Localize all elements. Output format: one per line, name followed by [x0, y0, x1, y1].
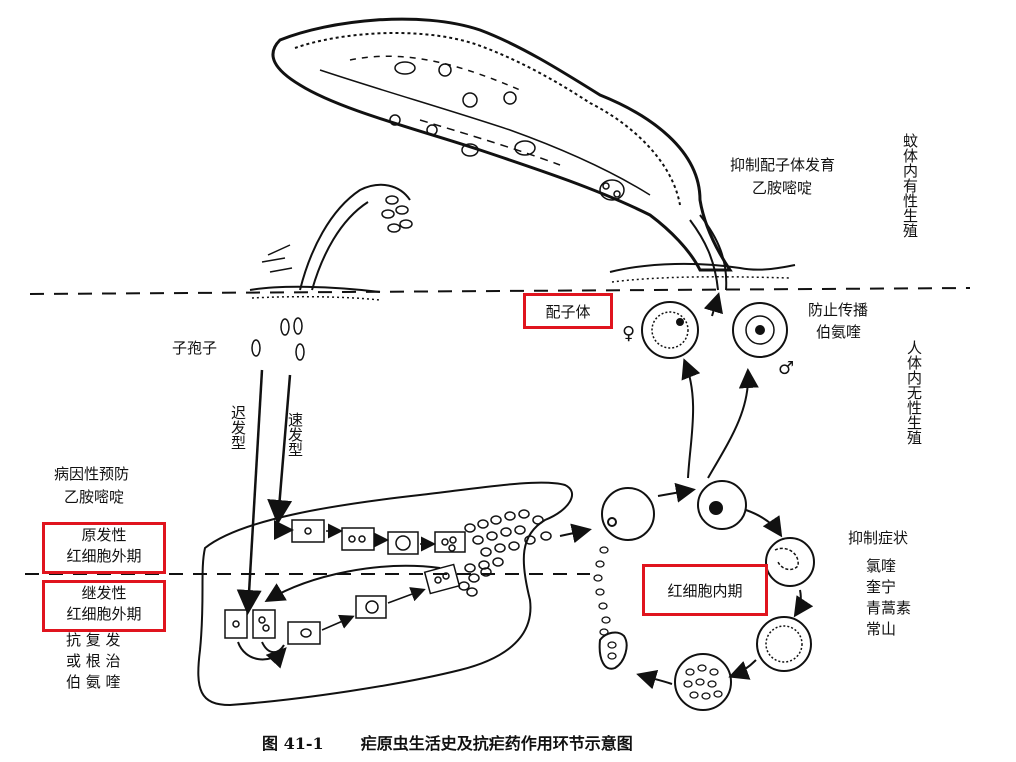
- erythrocytic-box: 红细胞内期: [642, 564, 768, 616]
- figure-caption: 图 41-1 疟原虫生活史及抗疟药作用环节示意图: [262, 730, 633, 754]
- drug-changshan: 常山: [866, 620, 897, 638]
- sporozoite-shapes: [251, 317, 305, 361]
- secondary-exo-line2: 红细胞外期: [66, 605, 142, 623]
- salivary-gland-illustration: [249, 183, 413, 301]
- relapse-line2: 或 根 治: [66, 652, 121, 670]
- primary-exo-line1: 原发性: [81, 526, 127, 544]
- exo-cells-upper: [273, 519, 466, 555]
- mosquito-gut-illustration: [271, 17, 796, 291]
- gametocyte-box: 配子体: [523, 293, 613, 329]
- mosquito-zone-label: 蚊体内有性生殖: [901, 133, 919, 238]
- slow-type-label: 迟发型: [229, 405, 247, 450]
- relapse-prevention: 抗 复 发 或 根 治 伯 氨 喹: [66, 630, 121, 693]
- drug-chloroquine: 氯喹: [866, 557, 897, 575]
- fast-type-label: 速发型: [286, 412, 304, 457]
- prophylaxis-label: 病因性预防: [54, 465, 130, 483]
- symptom-control-label: 抑制症状: [848, 529, 909, 547]
- erythrocytic-label: 红细胞内期: [667, 581, 743, 600]
- human-zone-label: 人体内无性生殖: [905, 340, 923, 445]
- gametocyte-inhibit-label: 抑制配子体发育: [730, 156, 836, 174]
- primary-exo-box: 原发性 红细胞外期: [42, 522, 166, 574]
- erythrocytic-cycle: [593, 358, 815, 711]
- transmission-action: 防止传播: [808, 301, 869, 319]
- drug-quinine: 奎宁: [866, 578, 897, 596]
- symptom-drugs: 氯喹 奎宁 青蒿素 常山: [866, 556, 911, 640]
- sporozoite-label: 子孢子: [172, 339, 218, 357]
- liver-outline: [197, 481, 574, 707]
- relapse-line1: 抗 复 发: [66, 631, 121, 649]
- merozoite-scatter: [464, 509, 552, 573]
- figure-number: 图 41-1: [262, 734, 324, 753]
- male-symbol: ♂: [778, 358, 795, 379]
- secondary-exo-line1: 继发性: [81, 584, 127, 602]
- gametocyte-label: 配子体: [545, 302, 591, 321]
- prophylaxis-drug: 乙胺嘧啶: [64, 488, 125, 506]
- sporozoite-arrows: [236, 369, 293, 615]
- transmission-drug: 伯氨喹: [816, 323, 862, 341]
- figure-title: 疟原虫生活史及抗疟药作用环节示意图: [360, 734, 633, 753]
- exo-cells-lower: [224, 563, 492, 669]
- secondary-exo-box: 继发性 红细胞外期: [42, 580, 166, 632]
- female-symbol: ♀: [622, 323, 636, 344]
- gametocyte-inhibit-drug: 乙胺嘧啶: [752, 179, 813, 197]
- relapse-line3: 伯 氨 喹: [66, 673, 121, 691]
- merozoite-to-rbc-arrow: [559, 523, 592, 544]
- gametocytes: [641, 292, 788, 359]
- drug-artemisinin: 青蒿素: [866, 599, 912, 617]
- primary-exo-line2: 红细胞外期: [66, 547, 142, 565]
- mosquito-human-divider: [29, 287, 971, 295]
